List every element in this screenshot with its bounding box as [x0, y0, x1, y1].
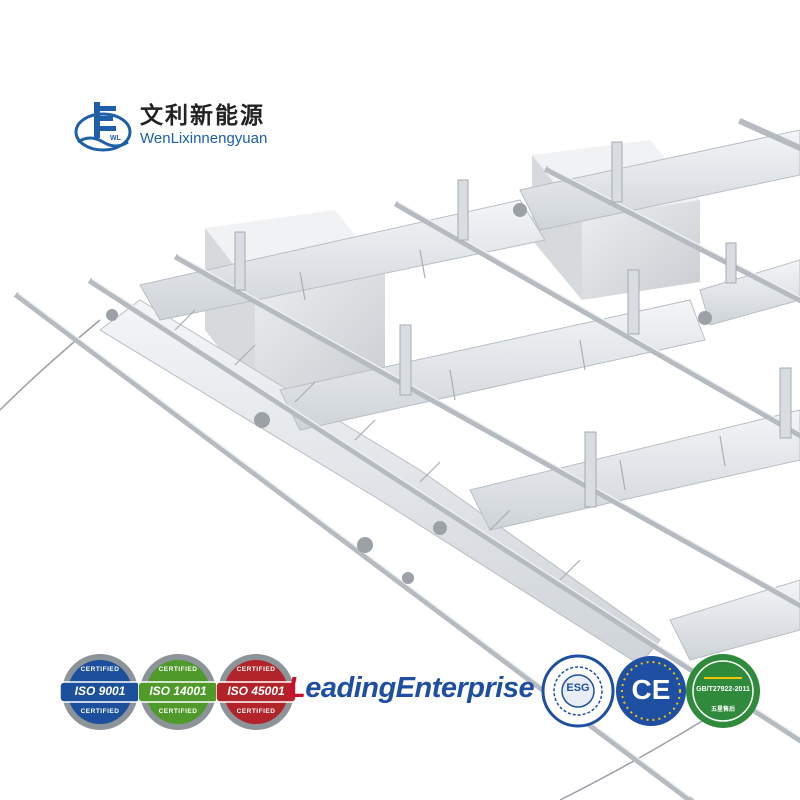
leading-first-letter: L [288, 672, 306, 704]
float-segment-lines [174, 249, 726, 581]
esg-seal-icon [541, 654, 615, 728]
connector-bolt [106, 203, 712, 584]
brand-header: WL 文利新能源 WenLixinnengyuan [74, 96, 267, 154]
certification-strip: CERTIFIED ISO 9001 CERTIFIED CERTIFIED I… [60, 652, 760, 732]
iso-9001-badge: CERTIFIED ISO 9001 CERTIFIED [60, 652, 140, 732]
brand-logo-icon: WL [74, 102, 132, 152]
certified-seal-icon [216, 654, 296, 730]
badge-top-text: CERTIFIED [80, 666, 120, 673]
esg-badge: ESG [541, 654, 615, 728]
mooring-cable [559, 709, 721, 800]
ce-seal-icon [616, 656, 686, 726]
gb-label: GB/T27922-2011 [696, 686, 750, 693]
badge-bottom-text: CERTIFIED [158, 708, 198, 715]
badge-bottom-text: CERTIFIED [236, 708, 276, 715]
certified-seal-icon [60, 654, 140, 730]
ce-label: CE [631, 674, 671, 705]
badge-main-text: ISO 14001 [149, 684, 207, 698]
badge-top-text: CERTIFIED [236, 666, 276, 673]
leading-enterprise-wordmark: LeadingEnterprise [288, 672, 535, 705]
iso-14001-badge: CERTIFIED ISO 14001 CERTIFIED [138, 652, 218, 732]
gb-standard-badge: GB/T27922-2011 五星售后 [684, 652, 762, 730]
certified-seal-icon [138, 654, 218, 730]
gb-seal-icon [686, 654, 760, 728]
brand-name-english: WenLixinnengyuan [140, 130, 268, 147]
brand-name-chinese: 文利新能源 [140, 103, 265, 129]
badge-top-text: CERTIFIED [158, 666, 198, 673]
leading-rest: eadingEnterprise [305, 672, 535, 704]
mooring-cable [0, 319, 101, 411]
mounting-bracket [234, 141, 792, 508]
badge-bottom-text: CERTIFIED [80, 708, 120, 715]
esg-label: ESG [566, 682, 590, 694]
ce-badge: CE [614, 654, 688, 728]
iso-45001-badge: CERTIFIED ISO 45001 CERTIFIED [216, 652, 296, 732]
gb-sub-label: 五星售后 [710, 707, 735, 713]
svg-text:WL: WL [110, 135, 122, 142]
badge-main-text: ISO 45001 [227, 684, 285, 698]
badge-main-text: ISO 9001 [74, 684, 126, 698]
